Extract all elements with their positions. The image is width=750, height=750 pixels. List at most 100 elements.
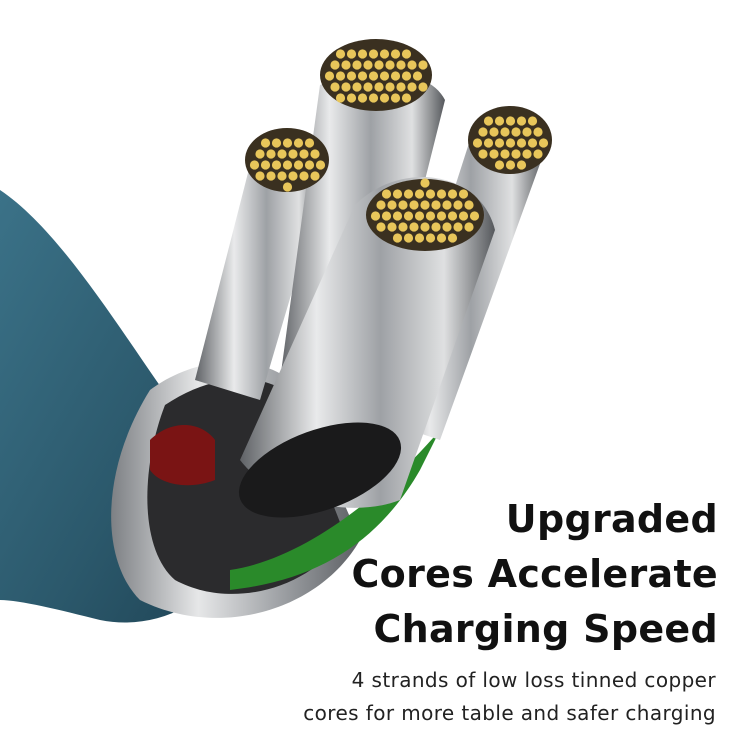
wire-bundle-left	[195, 159, 325, 400]
copper-strand	[398, 200, 408, 210]
copper-strand	[330, 60, 340, 70]
copper-strand	[390, 93, 401, 103]
copper-strand	[500, 149, 510, 159]
headline-line-1: Upgraded	[505, 497, 718, 541]
copper-strand	[266, 171, 276, 181]
copper-strand	[516, 138, 527, 148]
copper-strand	[379, 71, 390, 81]
copper-strand	[288, 171, 298, 181]
copper-strand	[483, 116, 494, 126]
copper-strand	[436, 233, 447, 243]
copper-strand	[341, 82, 351, 92]
copper-strand	[494, 160, 505, 170]
copper-strand	[335, 49, 346, 59]
copper-strand	[425, 211, 436, 221]
copper-strand	[293, 138, 304, 148]
wire-bundle-front	[240, 177, 495, 508]
copper-strand	[357, 71, 368, 81]
copper-strand	[304, 138, 315, 148]
copper-strand	[376, 222, 386, 232]
copper-strand	[533, 149, 543, 159]
copper-strand	[401, 49, 412, 59]
copper-strand	[418, 60, 428, 70]
strand-end-1	[245, 128, 329, 192]
copper-strand	[370, 211, 381, 221]
copper-strand	[418, 82, 428, 92]
copper-strand	[458, 189, 469, 199]
copper-strand	[425, 189, 436, 199]
copper-strand	[414, 189, 425, 199]
copper-strand	[522, 149, 532, 159]
copper-strand	[478, 149, 488, 159]
copper-strand	[409, 222, 419, 232]
copper-strand	[381, 211, 392, 221]
copper-strand	[363, 60, 373, 70]
copper-strand	[277, 171, 287, 181]
copper-strand	[436, 189, 447, 199]
copper-strand	[464, 222, 474, 232]
copper-strand	[352, 60, 362, 70]
copper-strand	[352, 82, 362, 92]
copper-strand	[304, 160, 315, 170]
copper-strand	[505, 116, 516, 126]
copper-strand	[403, 233, 414, 243]
copper-strand	[414, 211, 425, 221]
copper-strand	[392, 211, 403, 221]
copper-strand	[403, 211, 414, 221]
copper-strand	[407, 60, 417, 70]
copper-strand	[255, 149, 265, 159]
copper-strand	[277, 149, 287, 159]
copper-strand	[249, 160, 260, 170]
copper-strand	[516, 160, 527, 170]
copper-strand	[478, 127, 488, 137]
copper-strand	[346, 49, 357, 59]
copper-strand	[363, 82, 373, 92]
copper-strand	[398, 222, 408, 232]
copper-strand	[266, 149, 276, 159]
copper-strand	[489, 149, 499, 159]
copper-strand	[420, 178, 430, 188]
copper-strand	[442, 200, 452, 210]
copper-strand	[453, 200, 463, 210]
copper-strand	[368, 71, 379, 81]
copper-strand	[527, 138, 538, 148]
copper-strand	[412, 71, 423, 81]
headline-line-2: Cores Accelerate	[351, 552, 718, 596]
headline: Upgraded Cores Accelerate Charging Speed	[351, 492, 718, 657]
copper-strand	[538, 138, 549, 148]
copper-strand	[387, 222, 397, 232]
copper-strand	[260, 160, 271, 170]
copper-strand	[464, 200, 474, 210]
copper-strand	[494, 116, 505, 126]
red-insulation	[150, 425, 215, 486]
copper-strand	[387, 200, 397, 210]
copper-strand	[409, 200, 419, 210]
copper-strand	[390, 71, 401, 81]
copper-strand	[341, 60, 351, 70]
copper-strand	[330, 82, 340, 92]
copper-strand	[324, 71, 335, 81]
copper-strand	[431, 200, 441, 210]
subtitle: 4 strands of low loss tinned copper core…	[303, 664, 716, 730]
copper-strand	[299, 149, 309, 159]
copper-strand	[379, 49, 390, 59]
copper-strand	[376, 200, 386, 210]
copper-strand	[392, 233, 403, 243]
copper-strand	[494, 138, 505, 148]
copper-strand	[527, 116, 538, 126]
copper-strand	[442, 222, 452, 232]
copper-strand	[407, 82, 417, 92]
copper-strand	[346, 93, 357, 103]
copper-strand	[505, 160, 516, 170]
copper-strand	[453, 222, 463, 232]
copper-strand	[425, 233, 436, 243]
copper-strand	[420, 222, 430, 232]
copper-strand	[260, 138, 271, 148]
copper-strand	[447, 211, 458, 221]
copper-strand	[385, 82, 395, 92]
copper-strand	[447, 189, 458, 199]
copper-strand	[288, 149, 298, 159]
copper-strand	[472, 138, 483, 148]
subtitle-line-2: cores for more table and safer charging	[303, 701, 716, 725]
